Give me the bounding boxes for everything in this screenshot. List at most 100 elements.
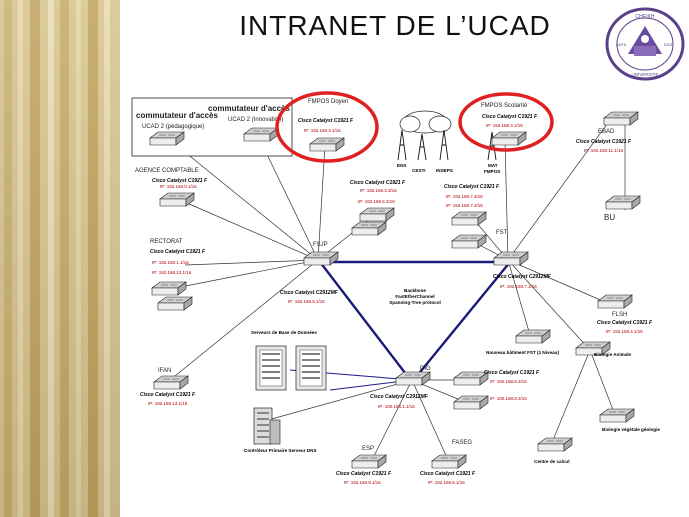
backbone-line1: Backbone [404, 288, 426, 293]
dig-right-ip2: IP: 192.168.8.3/16 [490, 396, 527, 401]
ebad-name: EBAD [598, 129, 615, 135]
agence-model: Cisco Catalyst C1921 F [152, 178, 208, 184]
rectorat-switch-1 [151, 281, 187, 296]
dns-server-icon [253, 407, 281, 445]
flsh-switch [597, 294, 633, 309]
nouveau-name: Nouveau bâtiment FST (1 Niveau) [486, 350, 559, 355]
link-dig-esp [371, 379, 413, 461]
fsjp-ip: IP: 192.168.5.1/16 [288, 299, 325, 304]
access-switch-box [131, 97, 293, 157]
wan-cloud-icon [399, 110, 452, 134]
highlight-ring-doyen [275, 91, 379, 163]
logo-text-bottom: UNIVERSITE [631, 72, 658, 77]
bu-name: BU [604, 213, 615, 222]
link-fst-flsh [507, 259, 613, 306]
link-fsjp-box2 [259, 139, 319, 261]
dig-ip: IP: 192.168.1.1/16 [378, 404, 415, 409]
agence-ip: IP: 192.168.0.1/16 [160, 184, 197, 189]
mat-switch-2 [451, 234, 487, 249]
box-switch-2 [243, 127, 279, 142]
rectorat-ip2: IP: 192.168.13.1/16 [152, 270, 192, 275]
wan-label-fmpos: FMPOS [484, 169, 500, 174]
ifan-model: Cisco Catalyst C1921 F [140, 392, 196, 398]
backbone-line2: FastEtherChannel [395, 294, 434, 299]
logo-text-top: CHEIKH [636, 14, 655, 20]
link-fsjp-box [169, 139, 319, 261]
faseg-ip: IP: 192.168.6.1/16 [428, 480, 465, 485]
antenna-towers-icon [397, 129, 497, 161]
ifan-switch [153, 375, 189, 390]
link-fsjp-doyen [317, 144, 326, 261]
decorative-ribbon [0, 0, 120, 517]
agence-switch [159, 192, 195, 207]
link-dig-controller [267, 379, 413, 421]
dig-switch [395, 371, 431, 386]
ifan-ip: IP: 192.168.13.1/16 [148, 401, 188, 406]
link-bio-geo [589, 349, 616, 416]
link-fsjp-ifan [169, 259, 319, 381]
calcul-name: Centre de calcul [534, 459, 570, 464]
database-server-icon [255, 345, 287, 391]
esp-ip: IP: 192.168.9.1/16 [344, 480, 381, 485]
flsh-model: Cisco Catalyst C1921 F [597, 320, 653, 326]
fst-ip: IP: 192.168.7.1/16 [500, 284, 537, 289]
backbone-triangle [317, 260, 513, 384]
box-switch-1 [149, 131, 185, 146]
logo-text-right: DIOP [664, 42, 674, 47]
slide-title: INTRANET DE L’UCAD [239, 10, 551, 41]
box-heading-left: commutateur d'accès [136, 111, 218, 120]
rectorat-switch-2 [157, 296, 193, 311]
university-seal-logo: CHEIKH ANTA DIOP UNIVERSITE [605, 7, 685, 81]
faseg-name: FASEG [452, 440, 472, 446]
calcul-switch [537, 437, 573, 452]
link-fst-ebad [507, 119, 611, 261]
flsh-name: FLSH [612, 312, 627, 318]
box-heading-right: commutateur d'accès [208, 104, 290, 113]
rectorat-ip1: IP: 192.168.1.1/16 [152, 260, 189, 265]
logo-text-left: ANTA [616, 42, 627, 47]
flsh-ip: IP: 192.168.4.1/16 [606, 329, 643, 334]
wan-label-cesti: CESTI [412, 168, 426, 173]
fsjp-upper-ip2: IP: 192.168.5.3/16 [358, 199, 395, 204]
fmpos-doyen-model: Cisco Catalyst C1921 F [298, 118, 354, 124]
fsjp-upper-switch-2 [351, 221, 387, 236]
controller-name: Contrôleur Primaire Serveur DNS [244, 448, 317, 453]
bio-name: Biologie Animale [594, 352, 632, 357]
link-fst-scol [504, 139, 509, 261]
link-fst-nouveau [507, 259, 531, 336]
link-fsjp-agence [179, 199, 319, 261]
highlight-ring-scolarite [458, 92, 554, 152]
agence-name: AGENCE COMPTABLE [135, 168, 199, 174]
backbone-line3: Spanning-Tree protocol [389, 300, 441, 305]
faseg-model: Cisco Catalyst C1921 F [420, 471, 476, 477]
ifan-name: IFAN [158, 368, 171, 374]
fmpos-scol-switch [491, 131, 527, 146]
rectorat-model: Cisco Catalyst C1921 F [150, 249, 206, 255]
fsjp-upper-switch-1 [359, 207, 395, 222]
geo-name: Biologie végétale géologie [602, 427, 660, 432]
ebad-ip: IP: 192.168.11.1/16 [584, 148, 623, 153]
box-sub-right: UCAD 2 (Innovation) [228, 117, 283, 123]
link-dig-faseg [411, 379, 449, 461]
esp-model: Cisco Catalyst C1921 F [336, 471, 392, 477]
fmpos-scol-model: Cisco Catalyst C1921 F [482, 114, 538, 120]
wan-label-ens: ENS [397, 163, 406, 168]
nouveau-switch [515, 329, 551, 344]
fsjp-switch [303, 251, 339, 266]
ebad-model: Cisco Catalyst C1921 F [576, 139, 632, 145]
esp-name: ESP [362, 446, 374, 452]
geo-switch [599, 408, 635, 423]
ebad-switch [603, 111, 639, 126]
rectorat-name: RECTORAT [150, 239, 183, 245]
servers-name: Serveurs de Base de Données [251, 330, 317, 335]
box-sub-left: UCAD 2 (pédagogique) [142, 124, 204, 130]
fst-name: FST [496, 230, 508, 236]
fsjp-upper-ip1: IP: 192.168.3.3/16 [360, 188, 397, 193]
dig-model: Cisco Catalyst C2912MF [370, 394, 429, 400]
dig-right-model: Cisco Catalyst C1921 F [484, 370, 540, 376]
link-fsjp-rectorat2 [164, 259, 319, 291]
link-bio-calcul [552, 349, 591, 441]
fmpos-doyen-ip: IP: 192.168.3.1/16 [304, 128, 341, 133]
mat-ip2: IP: 192.168.7.3/16 [446, 203, 483, 208]
